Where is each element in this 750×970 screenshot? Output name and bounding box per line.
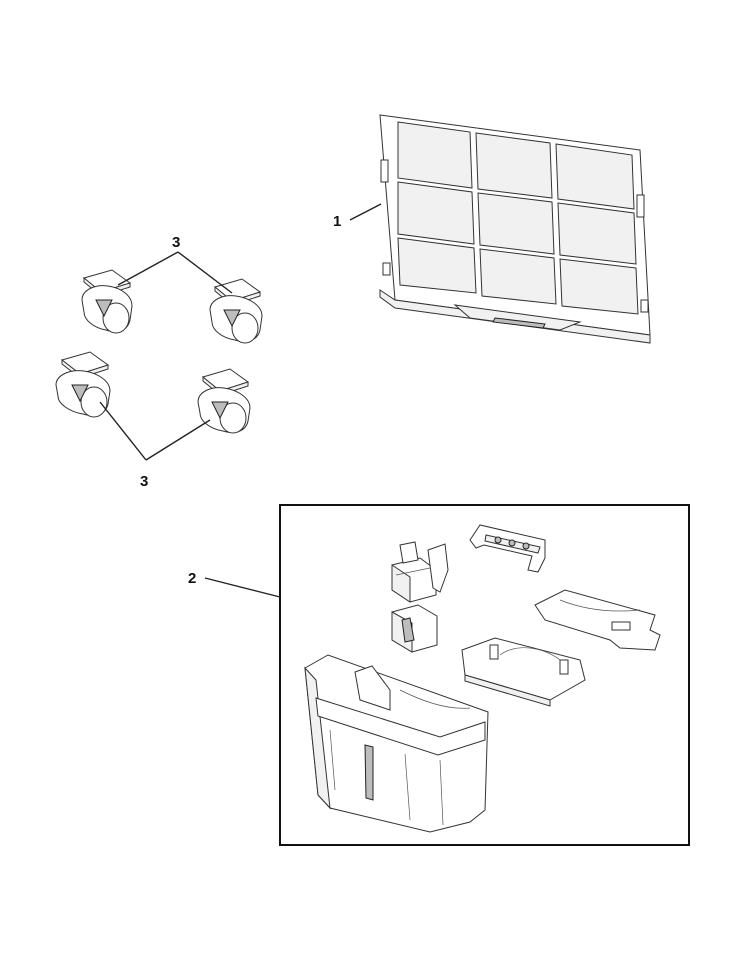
tank-cover-part[interactable] — [534, 589, 661, 651]
leader-lines-3-top — [117, 251, 233, 294]
float-block-part[interactable] — [391, 604, 438, 653]
tank-kit-box — [279, 504, 690, 846]
air-filter-part[interactable] — [379, 114, 651, 344]
tank-bracket-part[interactable] — [461, 637, 586, 707]
callout-3-bottom: 3 — [140, 473, 148, 490]
caster-wheel-bottom-right[interactable] — [197, 368, 251, 434]
caster-wheel-top-right[interactable] — [209, 278, 263, 344]
leader-lines-3-bottom — [99, 401, 211, 461]
caster-wheel-bottom-left[interactable] — [55, 351, 111, 418]
callout-3-top: 3 — [172, 234, 180, 251]
leader-line-1 — [349, 203, 382, 221]
callout-2: 2 — [188, 570, 196, 587]
tank-handle-part[interactable] — [469, 524, 546, 573]
water-tank-part[interactable] — [304, 654, 489, 833]
caster-wheel-top-left[interactable] — [81, 269, 133, 334]
leader-line-2 — [204, 577, 281, 598]
float-switch-part[interactable] — [391, 541, 449, 603]
callout-1: 1 — [333, 213, 341, 230]
